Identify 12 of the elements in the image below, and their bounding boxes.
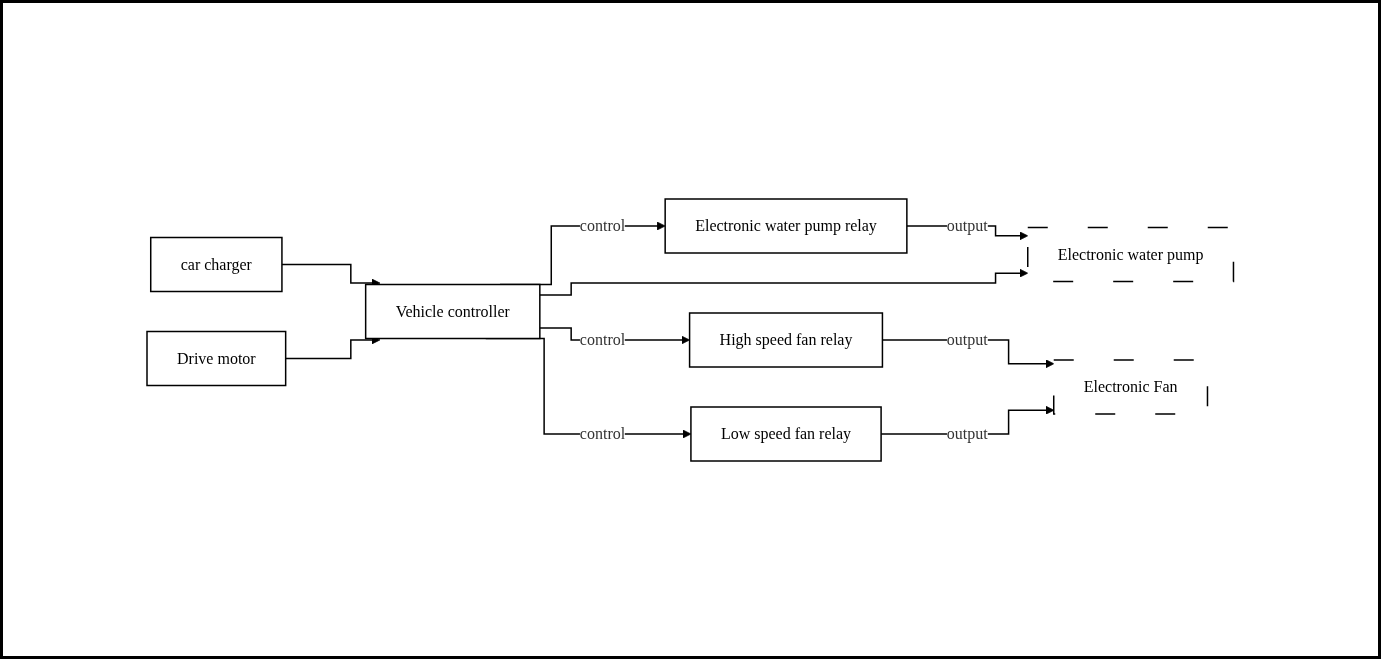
node-box: Drive motor [146,330,287,386]
edge-label: control [580,330,626,348]
node-box: High speed fan relay [689,311,884,368]
edge-label: output [947,216,989,234]
edge-label: control [580,424,626,442]
node-box: Low speed fan relay [690,405,883,462]
node-box: Vehicle controller [365,283,541,339]
node-box: car charger [150,236,283,292]
edge-label: output [947,330,989,348]
edge-label: control [580,216,626,234]
edge-label: output [947,424,989,442]
node-box: Electronic water pump relay [664,197,908,254]
